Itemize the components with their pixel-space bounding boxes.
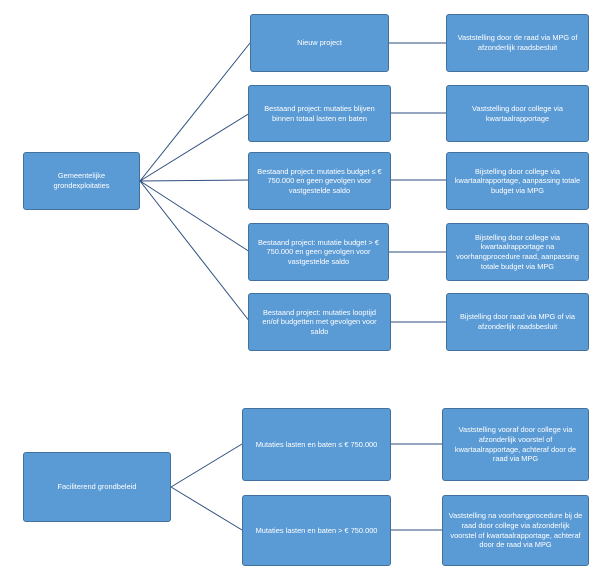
connector-root1-case1 [139, 42, 251, 182]
outcome-label: Vaststelling vooraf door college via afz… [454, 425, 577, 464]
outcome-label: Bijstelling door raad via MPG of via afz… [459, 312, 576, 331]
outcome-box-4: Bijstelling door college via kwartaalrap… [446, 223, 589, 281]
root-box-faciliterend: Faciliterend grondbeleid [23, 452, 171, 522]
outcome-label: Vaststelling door de raad via MPG of afz… [457, 33, 578, 52]
outcome-label: Vaststelling door college via kwartaalra… [471, 103, 564, 123]
case-label: Bestaand project: mutaties budget ≤ € 75… [257, 166, 382, 195]
case-label: Nieuw project [297, 38, 342, 48]
outcome-box-1: Vaststelling door de raad via MPG of afz… [446, 14, 589, 72]
case-label: Mutaties lasten en baten > € 750.000 [255, 525, 378, 535]
root-label: Gemeentelijke grondexploitaties [53, 171, 110, 190]
outcome-box-5: Bijstelling door raad via MPG of via afz… [446, 293, 589, 351]
case-box-gevolgen-saldo: Bestaand project: mutaties looptijd en/o… [248, 293, 391, 351]
case-box-budget-gt-750000: Bestaand project: mutatie budget > € 750… [248, 223, 389, 281]
outcome-box-2: Vaststelling door college via kwartaalra… [446, 85, 589, 142]
connector-root1-case4 [139, 180, 251, 253]
outcome-label: Vaststelling na voorhangprocedure bij de… [448, 511, 583, 550]
connector-root2-case1 [170, 443, 243, 488]
case-box-lasten-baten-gt-750000: Mutaties lasten en baten > € 750.000 [242, 495, 391, 566]
case-box-budget-le-750000: Bestaand project: mutaties budget ≤ € 75… [248, 152, 391, 210]
case-label: Bestaand project: mutaties blijven binne… [264, 103, 375, 123]
case-box-lasten-baten-le-750000: Mutaties lasten en baten ≤ € 750.000 [242, 408, 391, 481]
outcome-box-7: Vaststelling na voorhangprocedure bij de… [442, 495, 589, 566]
outcome-label: Bijstelling door college via kwartaalrap… [454, 166, 581, 195]
connector-root2-case2 [170, 486, 243, 531]
case-box-nieuw-project: Nieuw project [250, 14, 389, 72]
connector-root1-case5 [139, 180, 251, 323]
root-label: Faciliterend grondbeleid [57, 482, 137, 492]
outcome-box-6: Vaststelling vooraf door college via afz… [442, 408, 589, 481]
outcome-label: Bijstelling door college via kwartaalrap… [456, 232, 579, 271]
root-box-grondexploitaties: Gemeentelijke grondexploitaties [23, 152, 140, 210]
case-label: Mutaties lasten en baten ≤ € 750.000 [255, 439, 378, 449]
case-label: Bestaand project: mutaties looptijd en/o… [262, 307, 377, 336]
outcome-box-3: Bijstelling door college via kwartaalrap… [446, 152, 589, 210]
case-box-binnen-totaal: Bestaand project: mutaties blijven binne… [248, 85, 391, 142]
case-label: Bestaand project: mutatie budget > € 750… [257, 237, 379, 266]
connector-root1-case3 [139, 179, 251, 182]
connector-root1-case2 [139, 112, 251, 182]
